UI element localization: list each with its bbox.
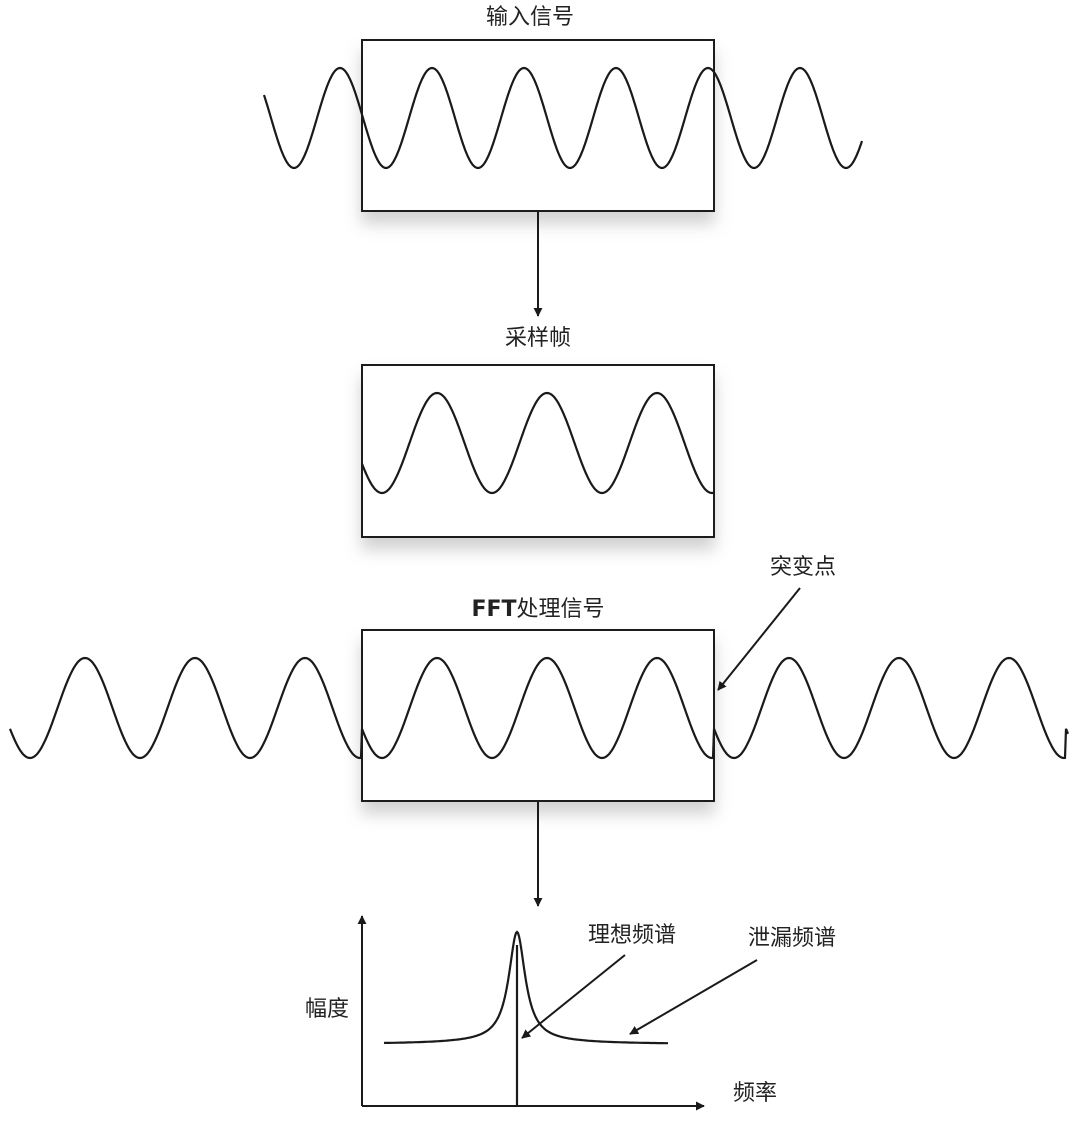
sampled-frame-label: 采样帧 xyxy=(505,326,571,351)
frequency-axis-label: 频率 xyxy=(733,1081,777,1106)
amplitude-axis-label: 幅度 xyxy=(305,997,349,1022)
fft-label-prefix: FFT xyxy=(471,597,516,622)
input-frame-box xyxy=(361,39,715,212)
discontinuity-label: 突变点 xyxy=(770,555,836,580)
leakage-spectrum-label: 泄漏频谱 xyxy=(748,926,836,951)
fft-frame-box xyxy=(361,629,715,802)
leakage-spectrum-curve xyxy=(383,930,668,1045)
input-signal-label: 输入信号 xyxy=(486,5,574,30)
ideal-spectrum-label: 理想频谱 xyxy=(588,923,676,948)
sampled-frame-wave xyxy=(360,391,715,495)
fft-processed-wave xyxy=(8,656,1070,760)
sampled-frame-box xyxy=(361,364,715,538)
input-signal-wave xyxy=(262,66,864,170)
fft-label-suffix: 处理信号 xyxy=(517,597,605,622)
leakage-spectrum-pointer-arrow xyxy=(629,959,758,1035)
fft-signal-label: FFT处理信号 xyxy=(471,597,604,622)
discontinuity-pointer-arrow xyxy=(717,587,801,691)
ideal-spectrum-pointer-arrow xyxy=(521,954,626,1039)
